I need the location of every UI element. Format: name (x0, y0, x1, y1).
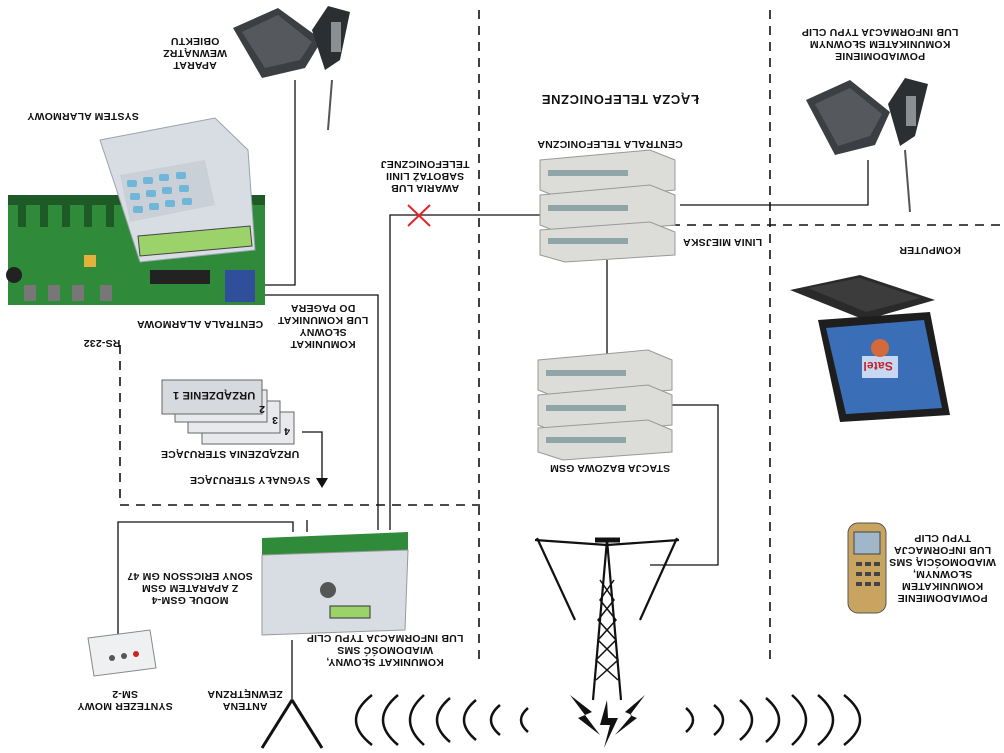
label-centrala-alarmowa: CENTRALA ALARMOWA (136, 318, 264, 330)
label-komunikat-pager: KOMUNIKAT SŁOWNY LUB KOMUNIKAT DO PAGERA (277, 302, 369, 350)
label-stacja-bazowa-gsm: STACJA BAZOWA GSM (549, 462, 671, 474)
label-centrala-telefoniczna: CENTRALA TELEFONICZNA (537, 138, 683, 150)
label-syntezer: SYNTEZER MOWY SM-2 (77, 688, 173, 712)
label-urzadzenie-1: URZĄDZENIE 1 (172, 389, 256, 401)
label-num-4: 4 (283, 425, 291, 437)
label-linia-miejska: LINIA MIEJSKA (682, 236, 763, 248)
label-rs232: RS-232 (83, 337, 121, 349)
label-sygnaly-sterujace: SYGNAŁY STERUJĄCE (189, 474, 311, 486)
mobile-phone (847, 522, 887, 614)
gsm4-module (261, 532, 409, 636)
gsm-mast (534, 537, 680, 701)
label-powiadomienie-top: POWIADOMIENIE KOMUNIKATEM SŁOWNYM LUB IN… (801, 26, 959, 62)
arrow-control-signals (316, 478, 328, 488)
dashed-separators (119, 10, 1000, 660)
fault-cross (407, 204, 431, 227)
signal-lightning (570, 695, 645, 748)
gsm-base-station (537, 349, 673, 461)
label-komunikat-sms: KOMUNIKAT SŁOWNY, WIADOMOŚĆ SMS LUB INFO… (306, 632, 464, 668)
alarm-panel-board (6, 117, 265, 305)
telephone-exchange (539, 149, 676, 263)
line-panel-to-gsm4 (260, 294, 379, 530)
controlled-devices-stack (161, 379, 295, 445)
phone-top-right (806, 78, 928, 213)
line-gsm4-to-exchange (389, 214, 540, 530)
sm2-synthesizer (87, 629, 157, 677)
label-powiadomienie-bottom: POWIADOMIENIE KOMUNIKATEM SŁOWNYM, WIADO… (889, 532, 996, 604)
line-sm2-to-gsm4 (117, 521, 294, 640)
external-antenna (260, 699, 324, 749)
line-devices-to-signals (302, 431, 323, 478)
label-lacza-telefoniczne: ŁĄCZA TELEFONICZNE (541, 92, 699, 107)
radio-waves (354, 694, 862, 746)
line-exchange-to-phone (680, 160, 869, 206)
connection-lines (117, 80, 869, 700)
line-phone-to-panel (265, 80, 296, 286)
phone-top-left (233, 6, 350, 131)
label-satel-logo: Satel (863, 359, 893, 373)
label-aparat-obiektu: APARAT WEWNĄTRZ OBIEKTU (163, 35, 228, 71)
laptop-computer (790, 275, 950, 422)
label-modul-gsm4: MODUŁ GSM-4 Z APARATEM GSM SONY ERICSSON… (127, 570, 253, 606)
label-system-alarmowy: SYSTEM ALARMOWY (27, 110, 139, 122)
label-komputer: KOMPUTER (899, 244, 961, 256)
label-antena: ANTENA ZEWNĘTRZNA (207, 688, 283, 712)
label-awaria: AWARIA LUB SABOTAŻ LINII TELEFONICZNEJ (380, 158, 470, 194)
label-num-2: 2 (258, 403, 266, 415)
line-gsm-station-to-mast (650, 404, 719, 566)
label-urzadzenia-sterujace: URZĄDZENIA STERUJĄCE (160, 448, 300, 460)
label-num-3: 3 (271, 414, 279, 426)
